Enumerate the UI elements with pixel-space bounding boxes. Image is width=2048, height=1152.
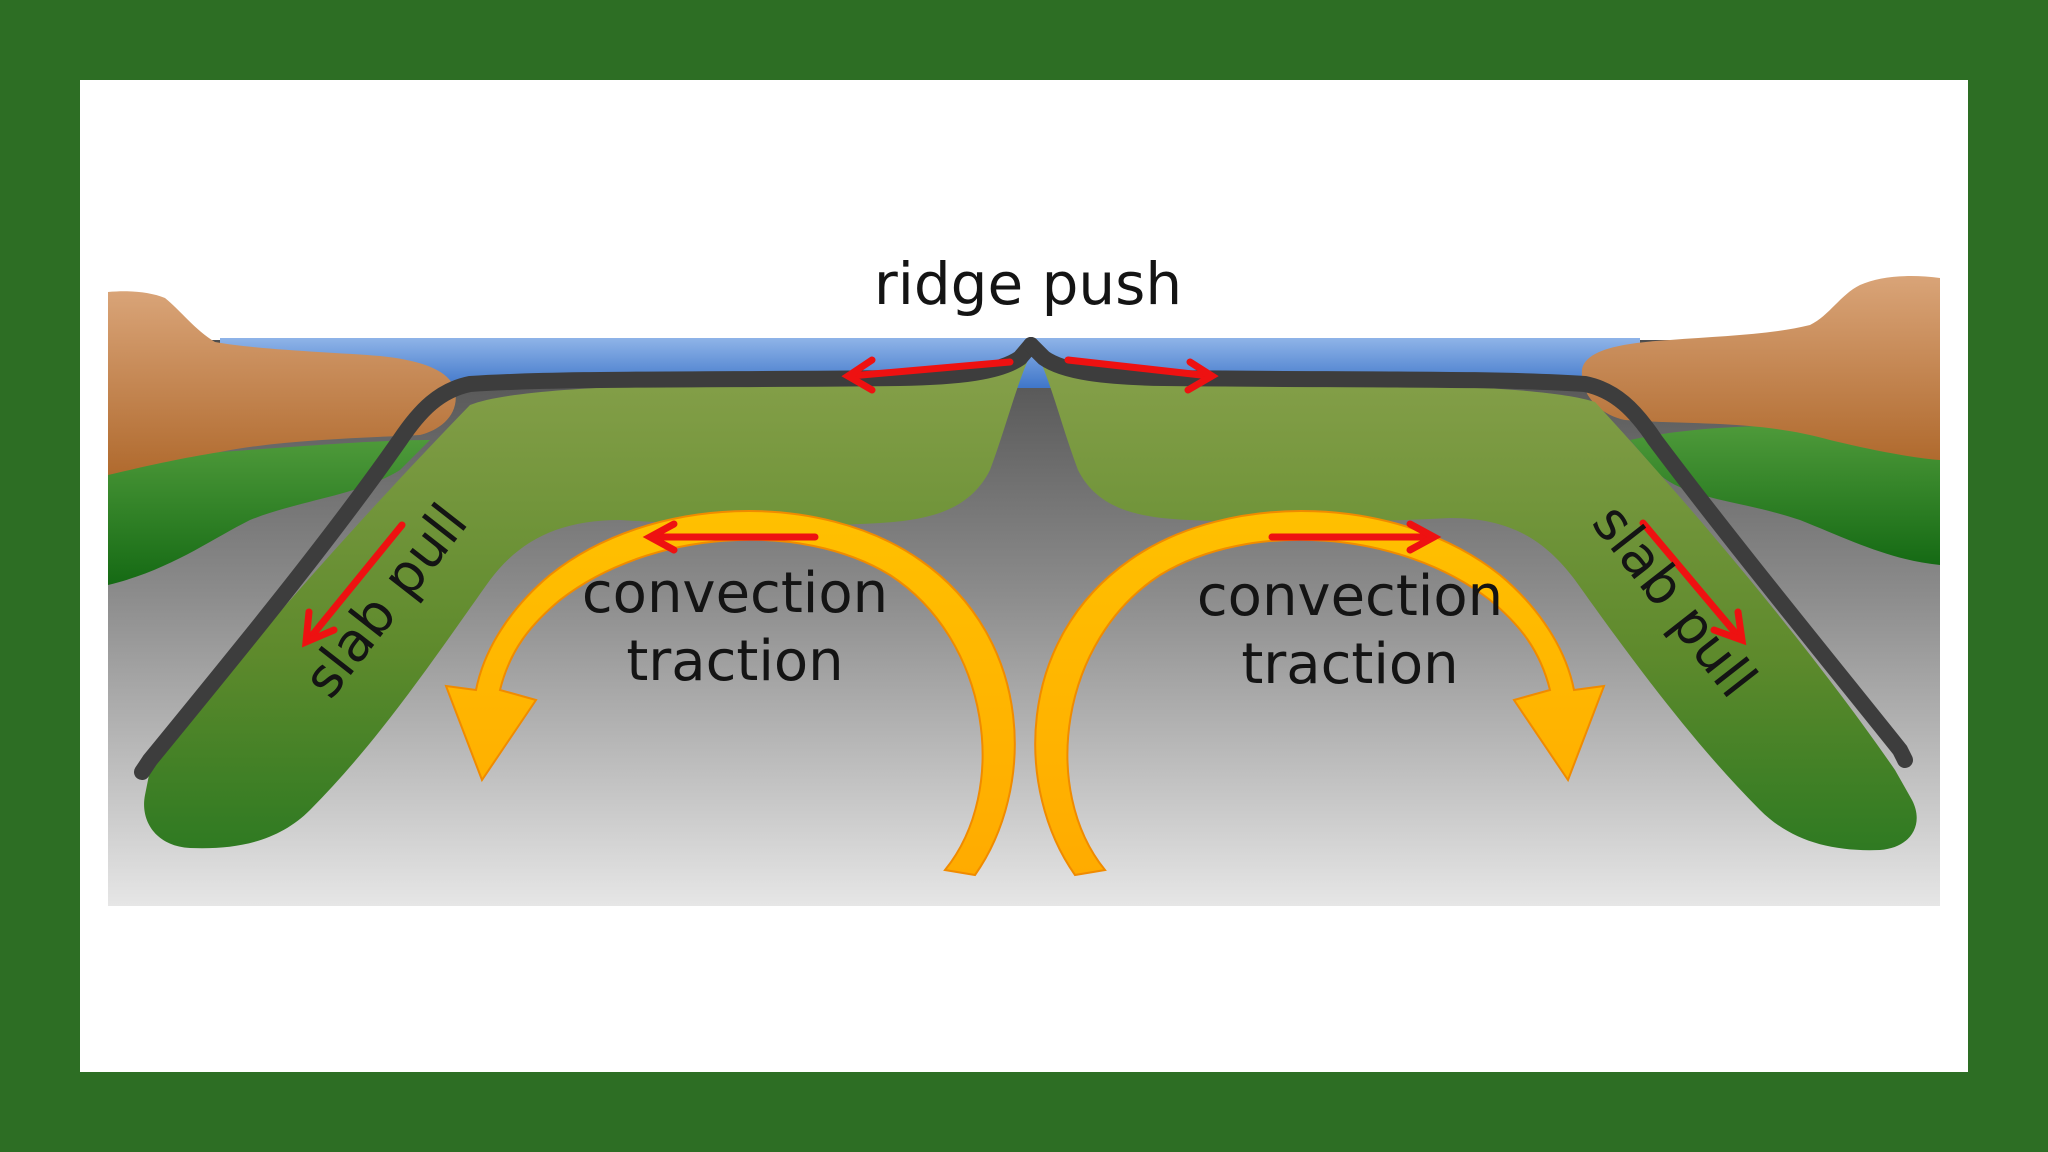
slab-pull-arrow-right	[1639, 519, 1747, 646]
convection-label-left-line2: traction	[626, 629, 843, 694]
convection-traction-arrow-left	[642, 520, 819, 554]
convection-label-right-line2: traction	[1241, 632, 1458, 697]
slab-pull-arrow-left	[301, 521, 406, 648]
convection-traction-arrow-right	[1268, 520, 1442, 554]
ridge-push-arrow-left	[841, 356, 1014, 394]
convection-label-left-line1: convection	[582, 561, 888, 626]
convection-arrow-left	[444, 510, 1016, 877]
oceanic-crust-right	[1023, 337, 1913, 768]
ridge-push-arrow-right	[1064, 356, 1219, 394]
oceanic-crust-left	[134, 337, 1039, 780]
continent-right	[1581, 276, 1940, 460]
continental-lithosphere-left	[108, 440, 430, 585]
continent-left	[108, 291, 456, 475]
ridge-push-label: ridge push	[874, 250, 1182, 318]
plate-left	[144, 360, 1028, 849]
convection-label-right-line1: convection	[1197, 564, 1503, 629]
continental-lithosphere-right	[1630, 425, 1940, 565]
convection-arrow-right	[1034, 510, 1606, 877]
plate-right	[1040, 360, 1917, 851]
